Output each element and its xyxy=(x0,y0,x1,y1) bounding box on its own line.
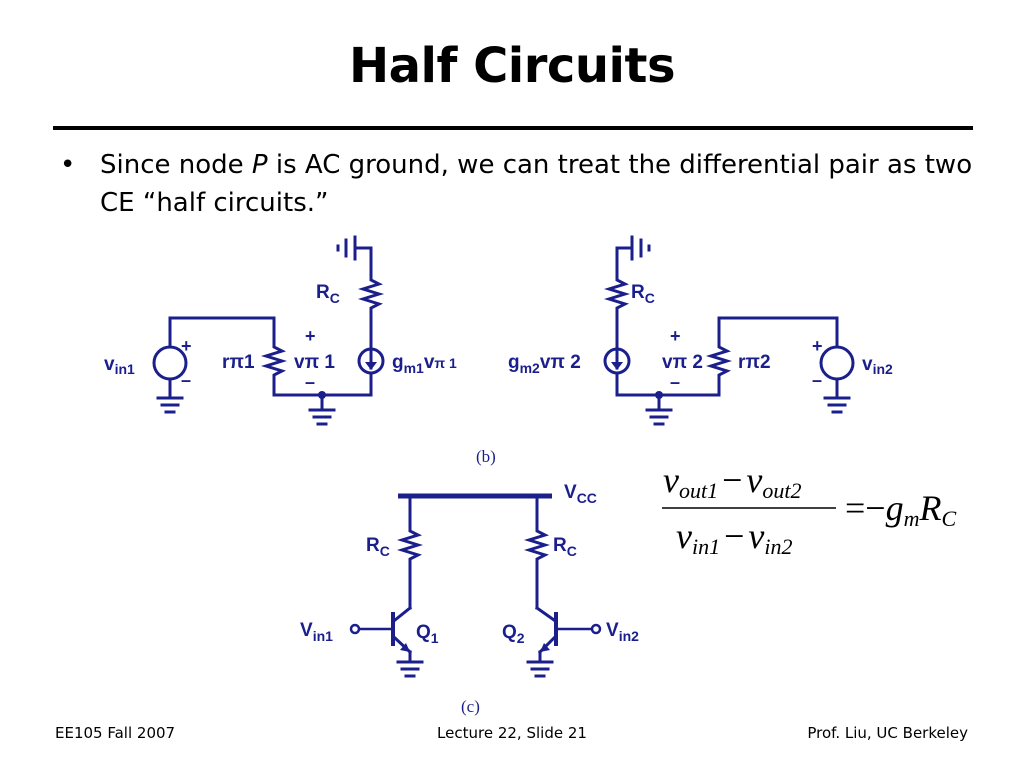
svg-text:+: + xyxy=(812,336,823,356)
footer-slide-number: Lecture 22, Slide 21 xyxy=(437,724,587,742)
resistor-rpi-right xyxy=(705,342,733,380)
ground-symbol-right xyxy=(645,408,673,426)
svg-text:–: – xyxy=(670,372,680,392)
svg-text:–: – xyxy=(181,370,191,390)
half-circuit-right: RC gm2vπ 2 rπ2 vπ 2 + – + – vin2 xyxy=(508,235,893,426)
svg-text:gm1vπ 1: gm1vπ 1 xyxy=(392,352,457,376)
bullet-dot: • xyxy=(60,150,76,180)
resistor-rc-left xyxy=(357,274,385,312)
half-circuit-left: RC gm1vπ 1 rπ1 vπ 1 + – + – xyxy=(104,235,457,426)
svg-text:+: + xyxy=(181,336,192,356)
resistor-rc-right xyxy=(603,274,631,312)
footer-author: Prof. Liu, UC Berkeley xyxy=(807,724,968,742)
svg-text:RC: RC xyxy=(366,535,390,559)
svg-text:–: – xyxy=(305,372,315,392)
svg-text:vπ 2: vπ 2 xyxy=(662,352,703,373)
svg-text:vin2: vin2 xyxy=(862,354,893,377)
resistor-rpi-left xyxy=(260,342,288,380)
svg-text:Vin1: Vin1 xyxy=(300,620,333,644)
svg-text:+: + xyxy=(670,326,681,346)
equation-numerator: vout1−vout2 xyxy=(663,460,802,503)
svg-text:rπ1: rπ1 xyxy=(222,352,255,373)
input-terminal-vin1 xyxy=(349,623,361,635)
resistor-rc1 xyxy=(396,526,424,564)
bullet-text: Since node P is AC ground, we can treat … xyxy=(100,150,973,218)
slide-title: Half Circuits xyxy=(348,38,676,94)
voltage-source-right xyxy=(819,345,855,381)
title-rule xyxy=(53,126,973,130)
transistor-q1 xyxy=(391,605,413,655)
svg-text:vin1: vin1 xyxy=(104,354,135,377)
svg-text:vπ 1: vπ 1 xyxy=(294,352,335,373)
svg-text:+: + xyxy=(305,326,316,346)
svg-text:RC: RC xyxy=(553,535,577,559)
equation-rhs: =−gmRC xyxy=(845,488,957,531)
vdd-symbol-right xyxy=(615,235,651,278)
current-source-left xyxy=(357,347,385,375)
ground-symbol-source-right xyxy=(823,396,851,414)
transistor-q2 xyxy=(534,605,558,655)
svg-text:–: – xyxy=(812,370,822,390)
ground-symbol-source-left xyxy=(156,396,184,414)
ground-q1 xyxy=(396,660,424,678)
gain-equation: vout1−vout2 vin1−vin2 =−gmRC xyxy=(662,460,957,559)
svg-text:Q2: Q2 xyxy=(502,622,525,646)
ground-q2 xyxy=(526,660,554,678)
resistor-rc2 xyxy=(523,526,551,564)
input-terminal-vin2 xyxy=(590,623,602,635)
differential-pair: VCC RC Vin1 Q1 RC xyxy=(300,482,639,678)
svg-text:RC: RC xyxy=(631,282,655,306)
svg-text:gm2vπ 2: gm2vπ 2 xyxy=(508,352,581,376)
equation-denominator: vin1−vin2 xyxy=(676,516,793,559)
svg-text:RC: RC xyxy=(316,282,340,306)
svg-text:Vin2: Vin2 xyxy=(606,620,639,644)
caption-b: (b) xyxy=(476,447,496,466)
ground-symbol-left xyxy=(308,408,336,426)
caption-c: (c) xyxy=(461,697,480,716)
svg-text:Q1: Q1 xyxy=(416,622,439,646)
vdd-symbol-left xyxy=(336,235,373,278)
svg-text:rπ2: rπ2 xyxy=(738,352,771,373)
svg-text:VCC: VCC xyxy=(564,482,597,506)
footer-course: EE105 Fall 2007 xyxy=(55,724,176,742)
node-p-label: P xyxy=(251,150,268,180)
current-source-right xyxy=(603,347,631,375)
